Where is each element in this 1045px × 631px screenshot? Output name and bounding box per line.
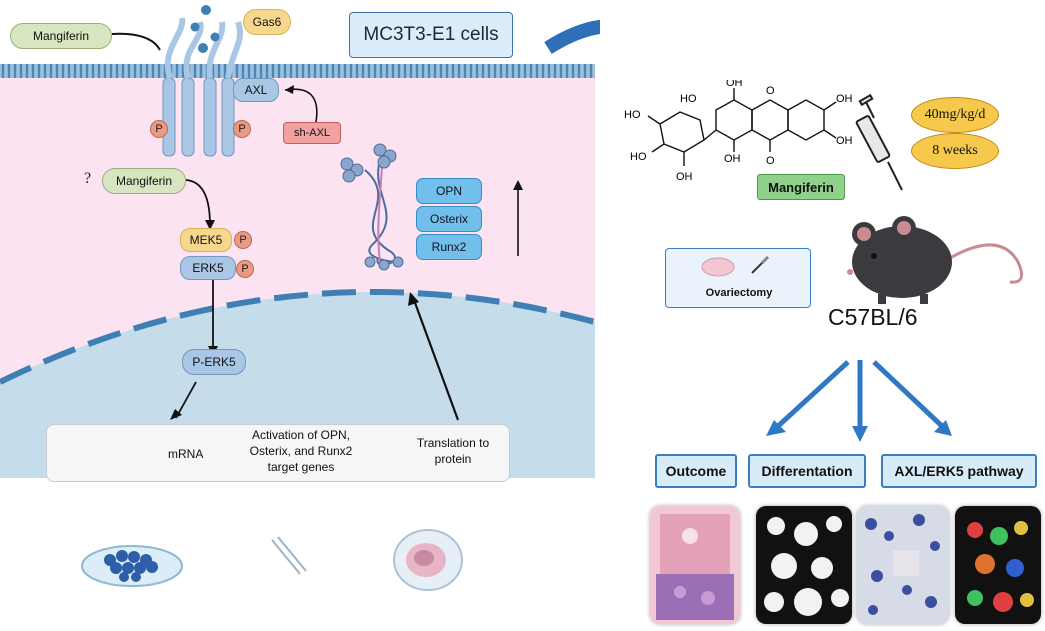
protein-subunits [340,143,404,271]
sh-axl-label: sh-AXL [283,122,341,144]
activation-text: Activation of OPN, Osterix, and Runx2 ta… [249,428,353,474]
mangiferin-pathway-label: Mangiferin [102,168,186,194]
axl-erk5-pathway-header: AXL/ERK5 pathway [881,454,1037,488]
bone-cell-icon [393,529,463,591]
ihc-stain-image [857,506,949,624]
syringe-icon [855,93,903,191]
immunofluorescence-image [955,506,1041,624]
ovariectomy-box: Ovariectomy [665,248,811,308]
differentiation-header: Differentation [748,454,866,488]
perk5-mrna-arrow [175,381,197,419]
mrna-label: mRNA [168,447,204,461]
duration-label: 8 weeks [911,133,999,169]
erk5-phospho: P [236,260,254,278]
petri-dish-icon [81,545,183,587]
mouse-icon [847,216,1024,304]
cell-diagram [0,5,600,591]
perk5-label: P-ERK5 [182,349,246,375]
oh-label-aryl: OH [724,153,741,165]
mouse-strain-label: C57BL/6 [828,304,918,330]
ho-label-bottom-left: HO [630,151,647,163]
surgery-label: Ovariectomy [705,287,773,299]
scalpel-icon [751,255,770,274]
oh-label-bottom: OH [676,171,693,183]
erk5-label: ERK5 [180,256,236,280]
dose-label: 40mg/kg/d [911,97,999,133]
translation-text: Translation to protein [416,436,490,466]
ovary-icon [701,257,735,277]
outcome-header: Outcome [655,454,737,488]
ho-label-left: HO [624,109,641,121]
carbonyl-oxygen-label: O [766,155,775,167]
branch-arrows [766,360,952,442]
cell-membrane [0,64,595,78]
target-gene-runx2: Runx2 [416,234,482,260]
oh-label-top: OH [726,80,743,89]
mek5-phospho: P [234,231,252,249]
mangiferin-binding-arrow [111,32,161,51]
mek5-label: MEK5 [180,228,232,252]
mangiferin-mek5-arrow [185,179,211,226]
axl-label: AXL [233,78,279,102]
axl-receptor [162,17,244,157]
he-stain-image [650,506,740,624]
mangiferin-structure: OH HO OH OH O O OH HO HO OH [624,80,853,183]
nuclear-envelope [0,289,596,385]
page-title: MC3T3-E1 cells [349,12,513,58]
pipette-icon [271,536,307,575]
ring-oxygen-label: O [766,85,775,97]
transition-arrow [544,19,600,54]
micro-ct-image [756,506,852,624]
nucleus-export-arrow [412,299,460,421]
phospho-site-left: P [150,120,168,138]
oh-label-right-bottom: OH [836,135,853,147]
compound-label: Mangiferin [757,174,845,200]
oh-label-right-top: OH [836,93,853,105]
target-gene-osterix: Osterix [416,206,482,232]
gas6-ligand [190,5,220,53]
transcription-box: mRNA Activation of OPN, Osterix, and Run… [46,424,510,482]
unknown-mechanism-mark: ? [84,170,92,187]
ho-label-top: HO [680,93,697,105]
mangiferin-ligand-label: Mangiferin [10,23,112,49]
phospho-site-right: P [233,120,251,138]
gas6-label: Gas6 [243,9,291,35]
target-gene-opn: OPN [416,178,482,204]
